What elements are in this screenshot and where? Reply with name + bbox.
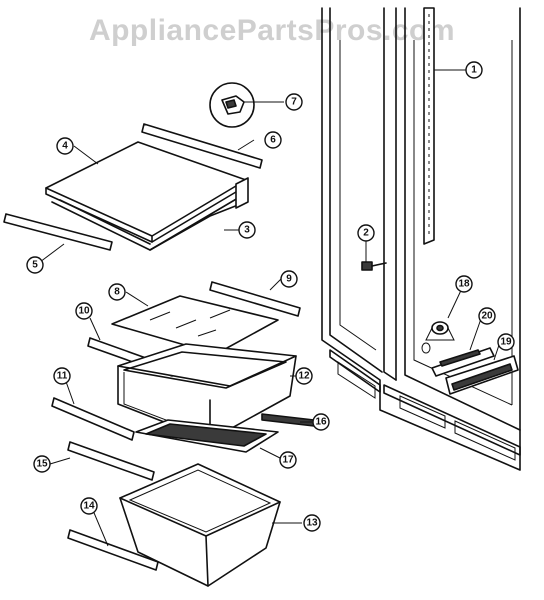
front-shelf-trim (3, 213, 113, 251)
callout-20: 20 (478, 307, 496, 325)
callout-11-label: 11 (57, 371, 68, 382)
callout-4-label: 4 (62, 141, 68, 152)
cabinet-liner (321, 7, 521, 471)
callout-3: 3 (238, 221, 256, 239)
callout-12: 12 (295, 367, 313, 385)
crisper-cover-glass (111, 295, 279, 355)
shelf-ladder-rail (423, 7, 435, 245)
callout-13: 13 (303, 514, 321, 532)
callout-8: 8 (108, 283, 126, 301)
screw (361, 261, 387, 271)
callout-18: 18 (455, 275, 473, 293)
callout-3-label: 3 (244, 225, 250, 236)
callout-2-label: 2 (363, 228, 369, 239)
callout-17-label: 17 (282, 455, 294, 466)
callout-10-label: 10 (78, 306, 90, 317)
clip (209, 82, 255, 128)
callout-6: 6 (264, 131, 282, 149)
callout-16: 16 (312, 413, 330, 431)
callout-17: 17 (279, 451, 297, 469)
callout-13-label: 13 (306, 518, 318, 529)
callout-9: 9 (280, 270, 298, 288)
callout-7: 7 (285, 93, 303, 111)
callout-1: 1 (465, 61, 483, 79)
pan-bottom-trim (67, 529, 159, 571)
callout-11: 11 (53, 367, 71, 385)
bracket (431, 347, 495, 377)
callout-10: 10 (75, 302, 93, 320)
vent-cover (445, 355, 519, 395)
callout-9-label: 9 (286, 274, 292, 285)
control-knob (421, 321, 455, 354)
callout-15-label: 15 (36, 459, 48, 470)
watermark: AppliancePartsPros.com (88, 14, 456, 47)
callout-4: 4 (56, 137, 74, 155)
callout-15: 15 (33, 455, 51, 473)
rear-shelf-trim (141, 123, 263, 169)
crisper-pan (119, 463, 281, 587)
callout-16-label: 16 (315, 417, 327, 428)
callout-19-label: 19 (500, 337, 512, 348)
crisper-slide-rail (261, 413, 315, 427)
callout-7-label: 7 (291, 97, 297, 108)
leader-lines (39, 69, 501, 547)
pan-cover-trim-front (67, 441, 155, 481)
callout-14-label: 14 (83, 501, 95, 512)
crisper-slide-frame (135, 419, 279, 453)
callout-8-label: 8 (114, 287, 120, 298)
callout-2: 2 (357, 224, 375, 242)
callout-5: 5 (26, 256, 44, 274)
callout-6-label: 6 (270, 135, 276, 146)
callout-20-label: 20 (481, 311, 493, 322)
callout-18-label: 18 (458, 279, 470, 290)
callout-1-label: 1 (471, 65, 477, 76)
upper-shelf-assembly (45, 141, 249, 251)
callout-14: 14 (80, 497, 98, 515)
callout-19: 19 (497, 333, 515, 351)
crisper-cover-trim (209, 281, 301, 317)
callout-12-label: 12 (298, 371, 310, 382)
pan-cover-trim-left (51, 397, 135, 441)
callout-5-label: 5 (32, 260, 38, 271)
